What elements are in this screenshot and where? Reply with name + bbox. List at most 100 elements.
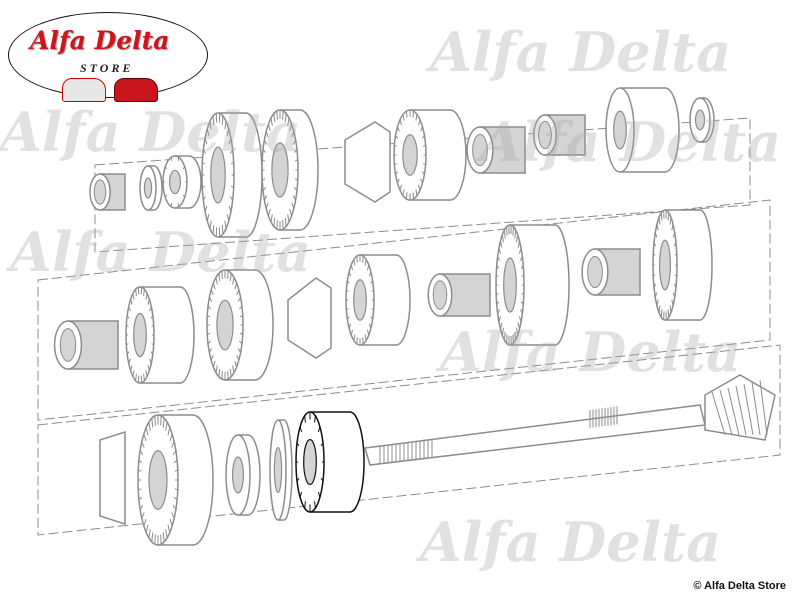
synchro-hub-gear	[393, 109, 467, 201]
gear-tooth	[353, 259, 356, 266]
store-logo[interactable]: Alfa Delta STORE	[8, 8, 210, 102]
pinion-tooth	[743, 383, 754, 436]
gear-tooth	[167, 524, 171, 533]
gear-tooth	[652, 274, 656, 277]
gear-tooth	[204, 205, 208, 212]
gear-tooth	[126, 324, 129, 327]
assembly-group-outline	[37, 344, 781, 536]
gear-tooth	[516, 234, 519, 243]
gear-tooth	[521, 292, 525, 296]
gear-bore	[216, 299, 234, 351]
gear-tooth	[521, 274, 525, 278]
gear-tooth	[145, 370, 148, 377]
gear-tooth	[202, 149, 207, 154]
gear-tooth	[415, 114, 418, 121]
gear-tooth	[500, 322, 503, 330]
gear-tooth	[148, 422, 151, 431]
gear-tooth	[658, 217, 661, 225]
gear-tooth	[293, 149, 298, 153]
gear-tooth	[402, 189, 405, 196]
logo-subtitle: STORE	[80, 61, 134, 75]
gear-tooth	[230, 185, 234, 189]
gear-tooth	[394, 144, 398, 147]
gear-tooth	[262, 187, 267, 191]
sleeve-bushing	[53, 320, 119, 370]
gear-tooth	[229, 196, 234, 201]
gear-tooth	[135, 373, 137, 381]
gear-tooth	[299, 426, 303, 433]
gear-tooth	[394, 163, 398, 166]
gear-tooth	[262, 178, 266, 181]
gear-tooth	[656, 299, 659, 306]
car-image-white	[62, 78, 106, 102]
gear-tooth	[230, 161, 234, 165]
gear-tooth	[501, 234, 504, 243]
gear-tooth	[289, 123, 293, 132]
gear-tooth	[130, 365, 133, 371]
gear-bore	[148, 450, 168, 510]
pinion-tooth	[727, 387, 740, 436]
gear-tooth	[207, 340, 211, 345]
gear-tooth	[204, 138, 208, 145]
gear-tooth	[141, 512, 145, 519]
gear-tooth	[291, 202, 295, 209]
gear-tooth	[395, 171, 399, 175]
gear-tooth	[143, 518, 147, 527]
gear-tooth	[289, 208, 293, 217]
gear-tooth	[498, 248, 502, 254]
gear-tooth	[174, 469, 178, 472]
pinion-tooth	[711, 391, 726, 436]
gear-tooth	[237, 297, 242, 302]
synchro-ring	[652, 209, 713, 321]
gear-tooth	[517, 322, 520, 330]
gear-tooth	[207, 332, 211, 335]
gear-tooth	[496, 301, 500, 305]
gear-tooth	[182, 194, 186, 198]
ball-bearing	[295, 411, 365, 513]
gear-tooth	[291, 131, 295, 138]
gear-tooth	[370, 280, 374, 284]
gear-bore	[273, 446, 283, 494]
gear-tooth	[514, 230, 517, 239]
gear-tooth	[495, 292, 499, 296]
gear-tooth	[512, 334, 514, 344]
gear-tooth	[496, 265, 500, 269]
gear-tooth	[346, 308, 349, 311]
snap-ring	[269, 419, 293, 521]
bushing-bore	[587, 255, 603, 289]
gear-tooth	[292, 139, 297, 145]
gear-tooth	[173, 496, 178, 501]
gear-tooth	[399, 119, 403, 126]
gear-tooth	[169, 518, 173, 527]
gear-tooth	[653, 283, 657, 288]
gear-tooth	[228, 138, 232, 145]
gear-tooth	[218, 368, 221, 377]
gear-tooth	[296, 442, 300, 447]
gear-tooth	[399, 184, 403, 191]
bushing-bore	[59, 328, 77, 362]
gear-tooth	[284, 113, 287, 123]
circlip	[139, 165, 163, 211]
gear-tooth	[236, 289, 240, 296]
gear-tooth	[660, 212, 663, 221]
gear-tooth	[265, 131, 269, 138]
sleeve-bushing	[427, 273, 491, 317]
gear-bore	[232, 456, 245, 494]
gear-tooth	[395, 135, 399, 139]
gear-tooth	[520, 256, 523, 261]
gear-tooth	[150, 315, 154, 319]
gear-tooth	[518, 248, 522, 254]
gear-tooth	[674, 274, 678, 277]
gear-tooth	[506, 334, 508, 344]
bushing-bore	[93, 179, 107, 205]
gear-tooth	[514, 331, 517, 340]
gear-tooth	[239, 315, 243, 318]
gear-tooth	[170, 157, 173, 162]
gear-tooth	[226, 214, 230, 222]
bushing-bore	[472, 133, 488, 167]
gear-tooth	[229, 368, 232, 377]
gear-tooth	[667, 212, 670, 221]
gear-tooth	[296, 477, 300, 482]
